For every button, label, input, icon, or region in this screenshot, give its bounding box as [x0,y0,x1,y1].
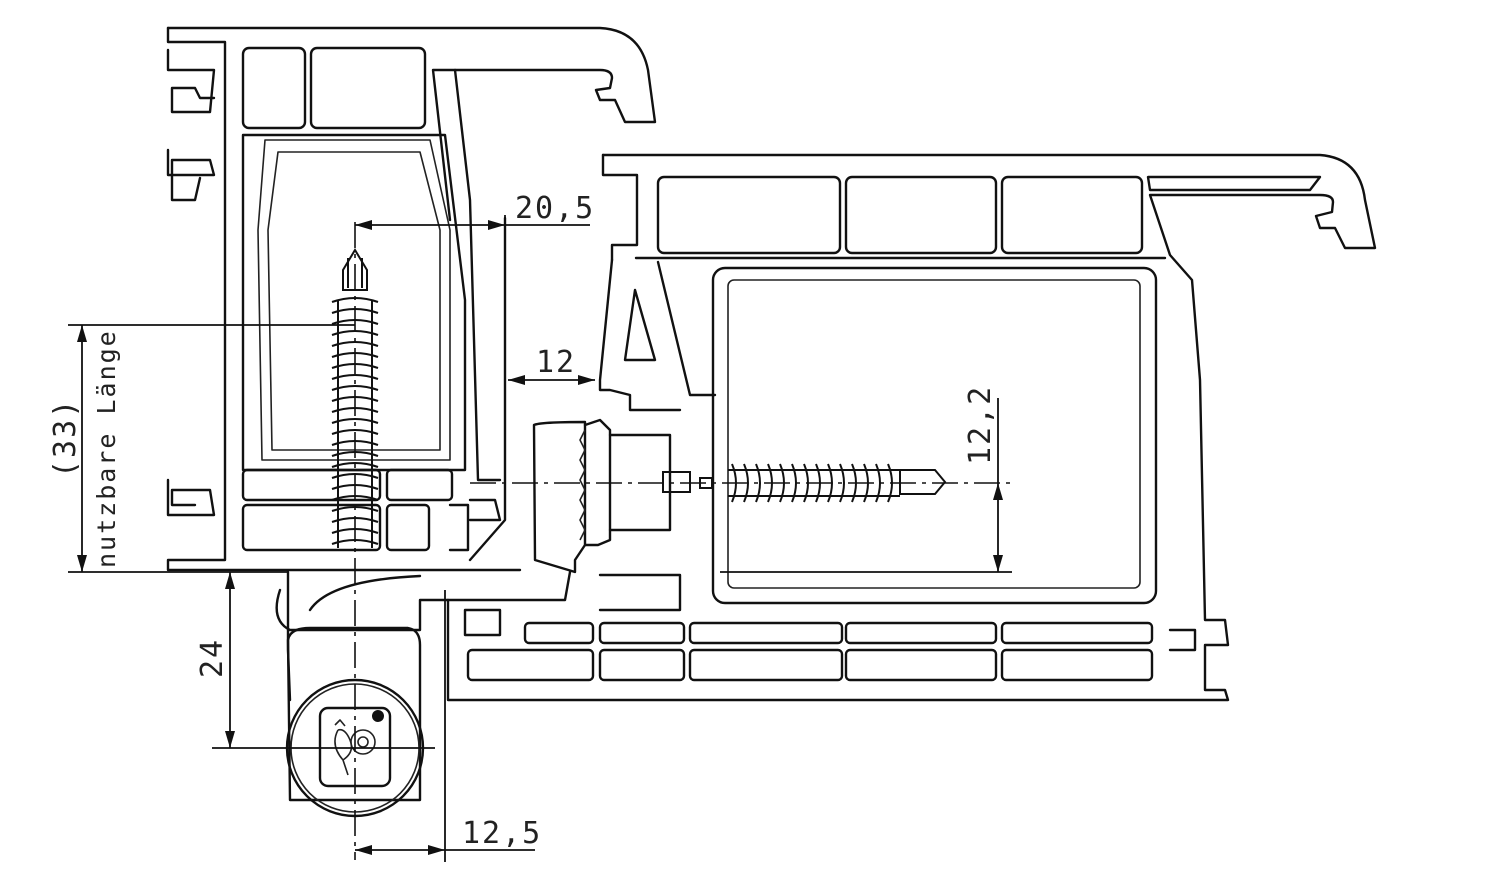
dim-label-12: 12 [536,345,576,380]
right-sash-profile [446,153,1377,702]
dimension-33: (33) nutzbare Länge [48,324,355,573]
left-frame-profile [166,26,657,572]
dimension-24: 24 [195,572,435,749]
dim-label-usable-length: nutzbare Länge [92,329,121,568]
dim-label-24: 24 [195,638,230,678]
dimension-12-2: 12,2 [720,385,1012,573]
dim-label-12-2: 12,2 [963,385,998,465]
hinge-assembly [275,418,672,818]
dim-label-20-5: 20,5 [515,191,595,226]
horizontal-screw [662,463,947,503]
dimension-12: 12 [508,345,595,385]
dimension-12-5: 12,5 [355,590,542,862]
dim-label-12-5: 12,5 [462,816,542,851]
dimension-20-5: 20,5 [355,191,595,520]
dim-label-33: (33) [48,398,83,478]
vertical-screw [331,248,379,548]
rooster-logo-icon [334,719,353,776]
